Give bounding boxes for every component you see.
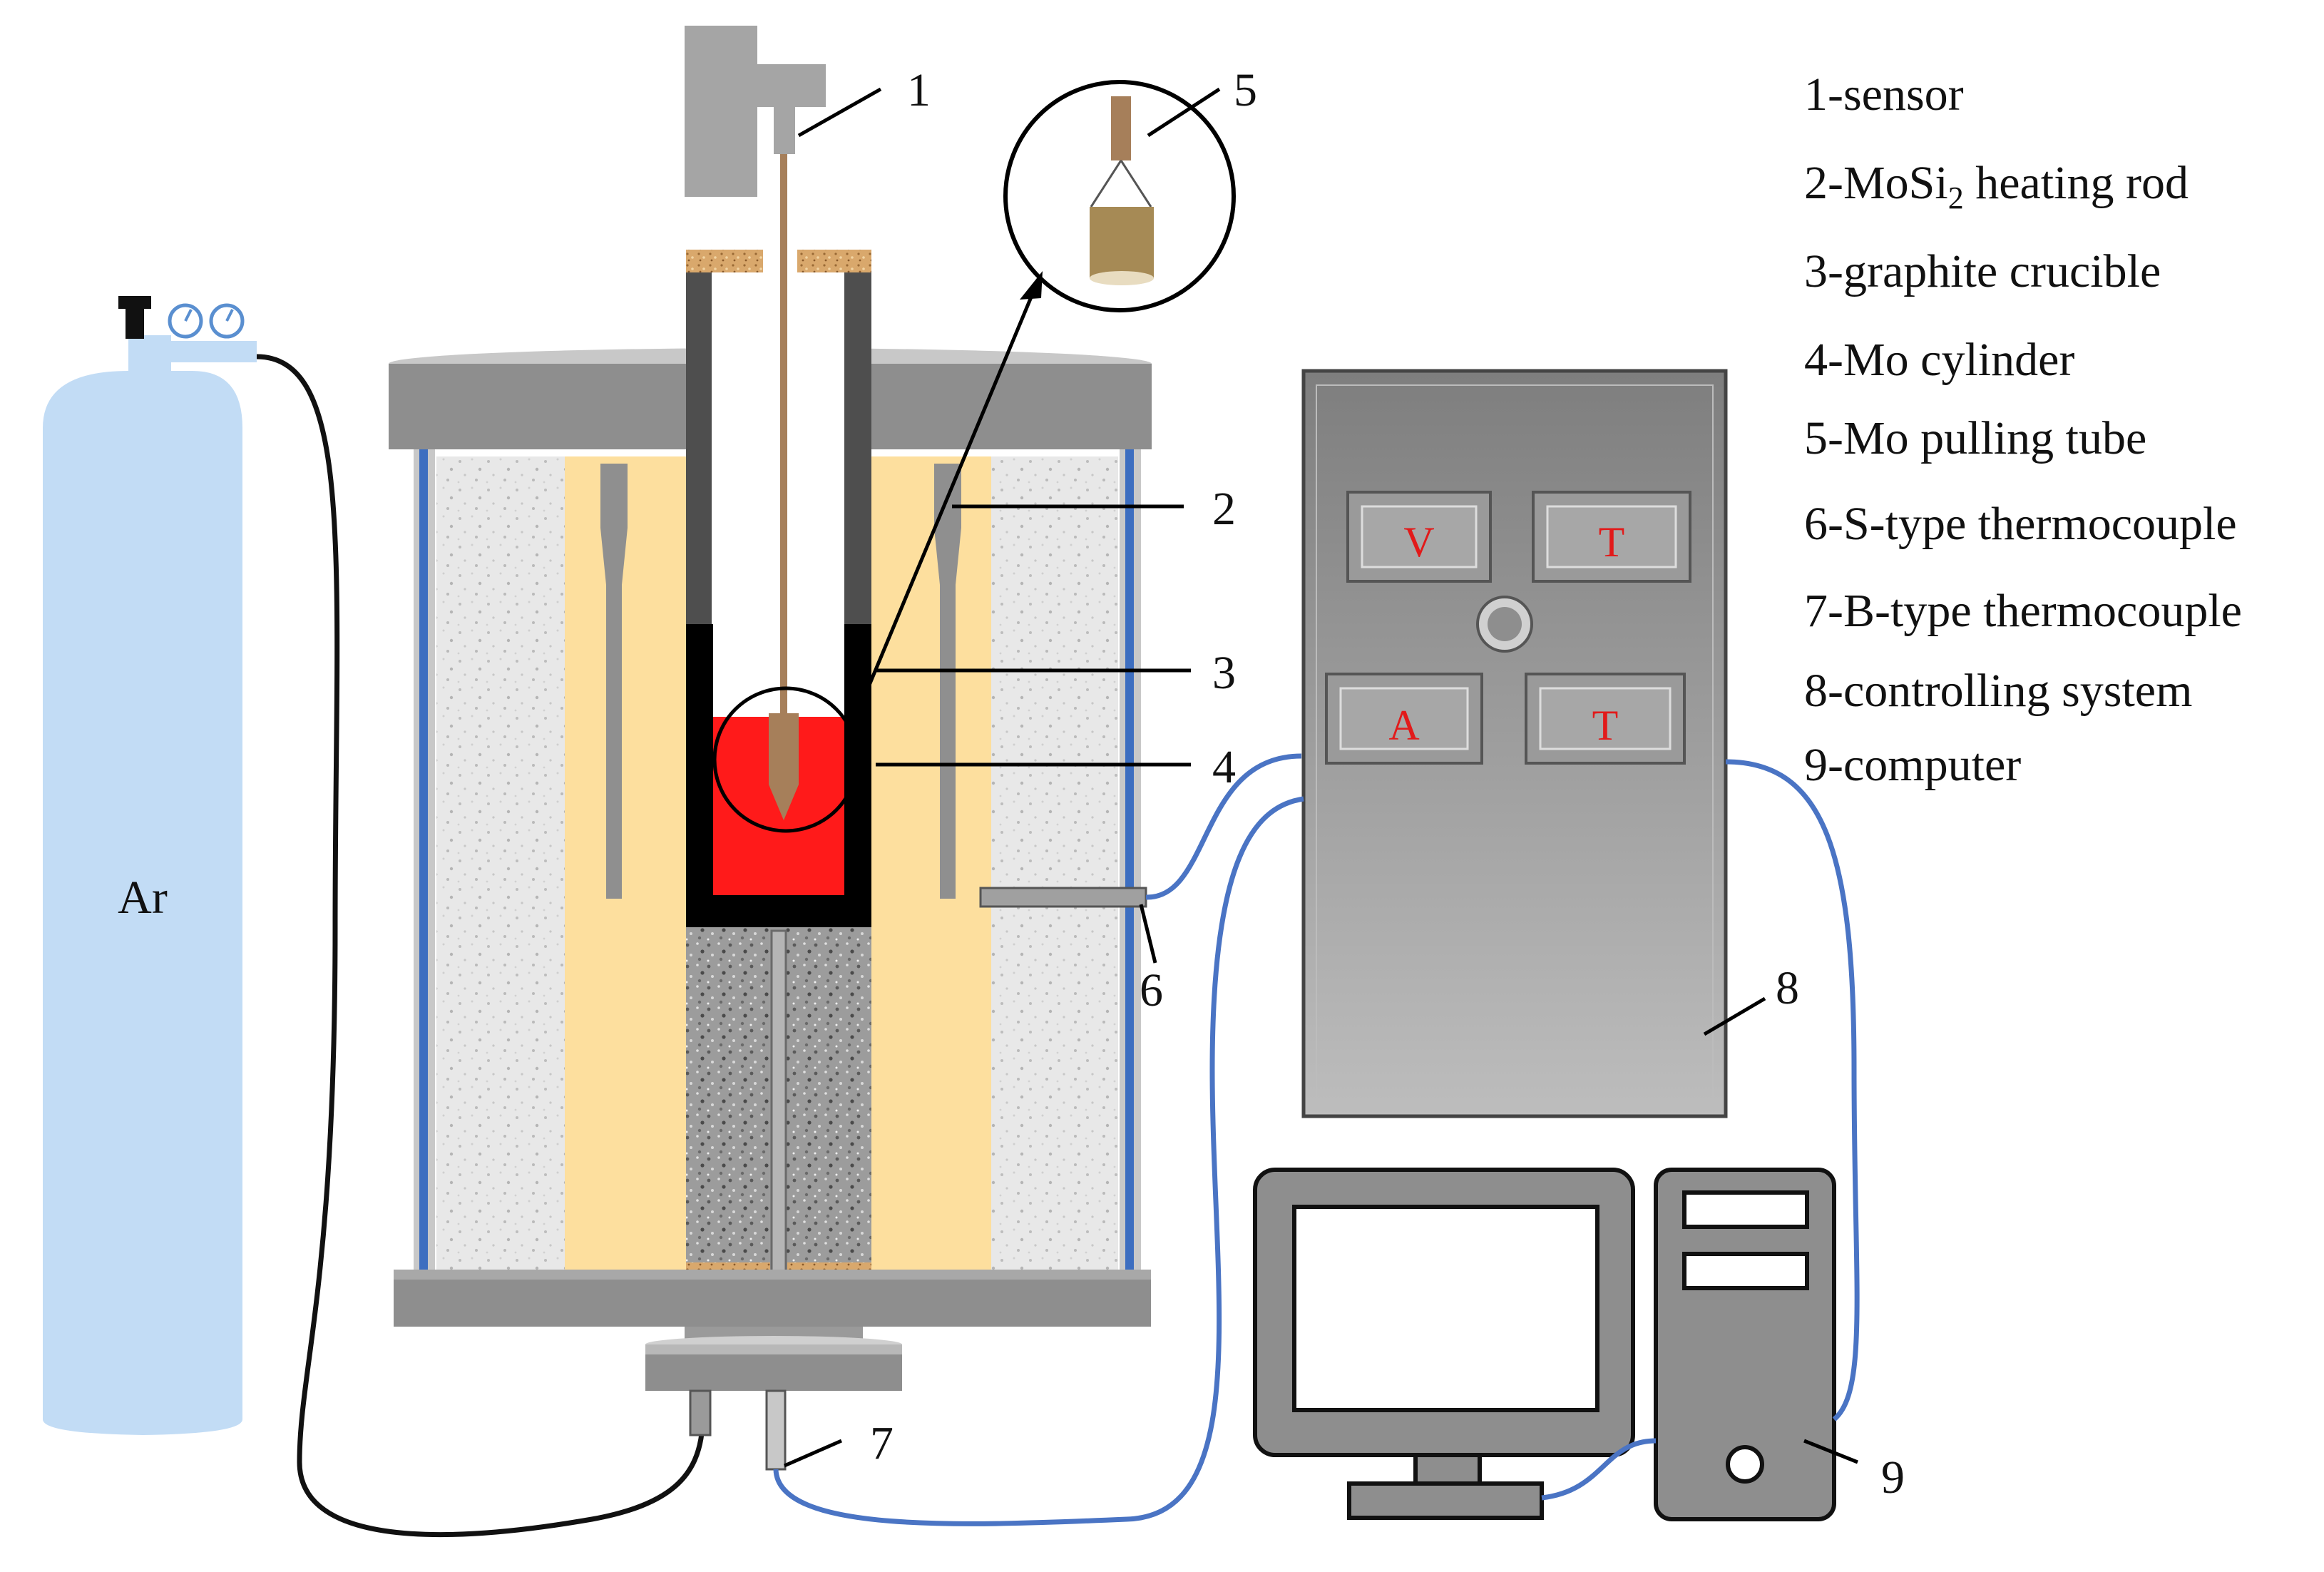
legend-item-6: 6-S-type thermocouple [1804, 498, 2237, 550]
button-a[interactable]: A [1325, 673, 1483, 765]
gas-hose [256, 354, 705, 1537]
pulling-tube-zoom [846, 80, 1236, 735]
legend-item-7: 7-B-type thermocouple [1804, 585, 2242, 637]
callout-lines [783, 87, 1858, 1468]
callout-6: 6 [1140, 964, 1163, 1016]
blue-cables [773, 753, 1860, 1526]
button-t-upper[interactable]: T [1532, 491, 1691, 583]
legend-item-3: 3-graphite crucible [1804, 245, 2161, 297]
callout-numbers: 1 5 2 3 4 6 8 7 9 [870, 64, 1905, 1504]
callout-2: 2 [1212, 483, 1236, 535]
callout-4: 4 [1212, 741, 1236, 793]
button-t-lower-label: T [1592, 702, 1619, 749]
callout-9: 9 [1881, 1451, 1905, 1504]
argon-label: Ar [118, 872, 168, 924]
button-a-label: A [1388, 702, 1419, 749]
callout-5: 5 [1234, 64, 1257, 116]
callout-8: 8 [1776, 962, 1799, 1014]
callout-1: 1 [907, 64, 931, 116]
legend-item-1: 1-sensor [1804, 68, 1964, 121]
crucible-assembly [686, 150, 871, 927]
legend-item-2: 2-MoSi2 heating rod [1804, 157, 2189, 216]
s-type-thermocouple [979, 887, 1147, 908]
legend-item-5: 5-Mo pulling tube [1804, 412, 2147, 464]
button-t-lower[interactable]: T [1525, 673, 1686, 765]
button-v[interactable]: V [1346, 491, 1492, 583]
button-t-upper-label: T [1599, 519, 1625, 566]
legend-item-8: 8-controlling system [1804, 665, 2193, 717]
sensor [685, 26, 826, 197]
argon-cylinder: Ar [43, 296, 257, 1435]
legend-item-9: 9-computer [1804, 739, 2022, 791]
callout-3: 3 [1212, 647, 1236, 699]
button-v-label: V [1403, 519, 1434, 566]
computer [1253, 1168, 1836, 1521]
callout-7: 7 [870, 1417, 894, 1469]
legend-item-4: 4-Mo cylinder [1804, 334, 2075, 386]
